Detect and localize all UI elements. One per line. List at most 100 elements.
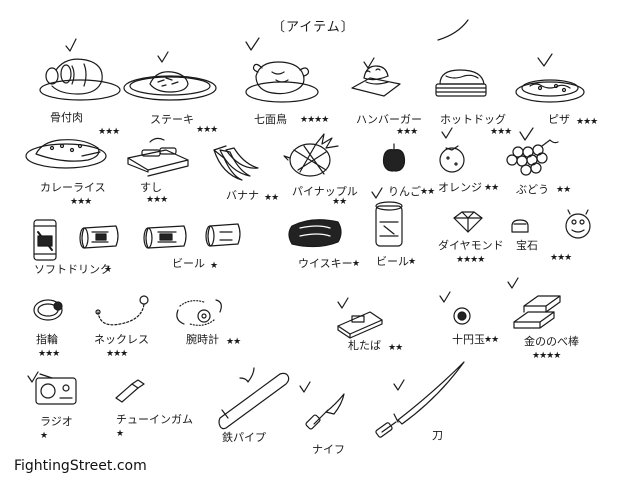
gold-bar-icon	[514, 296, 560, 328]
star-rating: ★★★★	[532, 351, 561, 361]
katana-icon	[375, 362, 464, 438]
money-bundle-icon	[338, 312, 382, 338]
item-label-hamburger: ハンバーガー	[356, 113, 422, 126]
beer-can-icon	[80, 226, 118, 248]
star-rating: ★★	[264, 193, 279, 203]
item-label-watch: 腕時計	[186, 333, 219, 346]
item-label-houseki: 宝石	[516, 239, 538, 252]
check-mark-icon	[508, 278, 518, 288]
star-rating: ★★	[484, 335, 499, 345]
item-label-grapes: ぶどう	[516, 183, 549, 196]
bottle-can-icon	[376, 202, 402, 246]
star-rating: ★★★	[98, 127, 120, 137]
doll-figurine-icon	[566, 210, 590, 238]
wrapped-item-icon	[289, 220, 341, 247]
check-mark-icon	[338, 298, 348, 308]
coin-icon	[454, 308, 470, 324]
soft-drink-can-icon	[34, 220, 56, 260]
item-label-pineapple: パイナップル	[292, 185, 358, 198]
item-label-soft-drink: ソフトドリンク	[34, 263, 111, 276]
star-rating: ★	[210, 261, 218, 271]
item-label-hotdog: ホットドッグ	[440, 113, 506, 126]
check-mark-icon	[372, 188, 382, 198]
item-label-knife: ナイフ	[312, 443, 345, 456]
item-label-beer-can: ビール	[172, 257, 205, 270]
orange-icon	[440, 146, 464, 172]
star-rating: ★★★	[196, 125, 218, 135]
check-mark-icon	[438, 20, 468, 40]
star-rating: ★★★	[550, 253, 572, 263]
item-label-banana: バナナ	[226, 189, 259, 202]
pineapple-icon	[284, 134, 338, 176]
star-rating: ★★★	[38, 349, 60, 359]
item-label-apple: りんご	[388, 185, 421, 198]
star-rating: ★★★★	[300, 115, 329, 125]
item-label-orange: オレンジ	[438, 181, 482, 194]
apple-icon	[384, 144, 405, 171]
star-rating: ★	[408, 257, 416, 267]
check-mark-icon	[394, 380, 404, 390]
star-rating: ★	[352, 259, 360, 269]
check-mark-icon	[440, 292, 450, 302]
check-mark-icon	[246, 38, 259, 50]
item-label-curry-rice: カレーライス	[40, 181, 106, 194]
star-rating: ★★	[332, 197, 347, 207]
star-rating: ★★★	[146, 195, 168, 205]
hotdog-icon	[436, 70, 486, 96]
star-rating: ★★	[484, 183, 499, 193]
check-mark-icon	[300, 382, 310, 392]
item-label-steak: ステーキ	[150, 113, 194, 126]
watermark: FightingStreet.com	[14, 458, 147, 474]
item-label-pipe: 鉄パイプ	[222, 431, 266, 444]
star-rating: ★★★	[396, 127, 418, 137]
check-mark-icon	[28, 372, 38, 382]
item-label-radio: ラジオ	[40, 415, 73, 428]
star-rating: ★★	[388, 343, 403, 353]
grapes-icon	[507, 140, 558, 175]
star-rating: ★★	[556, 185, 571, 195]
iron-pipe-icon	[219, 373, 289, 428]
beer-bottle-icon	[206, 224, 240, 246]
item-label-necklace: ネックレス	[94, 333, 149, 346]
item-label-sushi: すし	[140, 181, 162, 194]
sushi-icon	[128, 138, 188, 176]
radio-icon	[36, 374, 76, 404]
check-mark-icon	[364, 58, 374, 68]
item-label-money: 札たば	[348, 339, 381, 352]
item-label-diamond: ダイヤモンド	[438, 239, 504, 252]
star-rating: ★★★	[490, 127, 512, 137]
star-rating: ★★★	[576, 117, 598, 127]
item-label-shichimencho: 七面鳥	[254, 113, 287, 126]
chewing-gum-icon	[116, 380, 144, 402]
ring-icon	[34, 300, 62, 320]
whiskey-can-icon	[144, 226, 186, 248]
item-label-hone-tsuki-niku: 骨付肉	[50, 111, 83, 124]
knife-icon	[305, 394, 344, 430]
page-title: 〔アイテム〕	[272, 20, 355, 35]
curry-rice-icon	[26, 140, 106, 168]
item-label-coin: 十円玉	[452, 333, 485, 346]
pizza-icon	[516, 80, 584, 102]
star-rating: ★	[104, 265, 112, 275]
item-label-whiskey: ウイスキー	[298, 257, 353, 270]
item-label-gold-bar: 金ののべ棒	[524, 335, 579, 348]
star-rating: ★	[116, 429, 124, 439]
roast-turkey-icon	[246, 62, 318, 102]
star-rating: ★★★	[106, 349, 128, 359]
gemstone-icon	[512, 220, 528, 232]
check-mark-icon	[538, 54, 552, 66]
banana-icon	[214, 146, 258, 180]
item-label-pizza: ピザ	[548, 113, 570, 126]
item-label-chewing-gum: チューインガム	[116, 413, 193, 426]
meat-on-bone-icon	[40, 59, 120, 100]
check-mark-icon	[66, 39, 76, 51]
star-rating: ★★	[420, 187, 435, 197]
check-mark-icon	[442, 128, 452, 138]
item-label-beer-bottle: ビール	[376, 255, 409, 268]
star-rating: ★★★	[70, 197, 92, 207]
diamond-icon	[454, 212, 482, 232]
item-label-ring: 指輪	[36, 333, 58, 346]
check-mark-icon	[240, 368, 254, 382]
